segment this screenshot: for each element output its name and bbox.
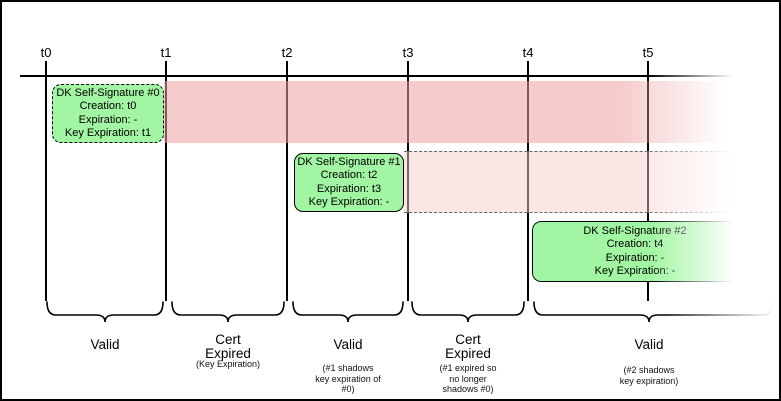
tick-label-t4: t4: [522, 45, 534, 60]
zone-label-1: Valid: [90, 337, 120, 352]
tick-label-t0: t0: [40, 45, 52, 60]
tick-label-t5: t5: [642, 45, 654, 60]
tick-label-t1: t1: [160, 45, 172, 60]
timeline-vline-t0: [45, 61, 47, 301]
expired-band-sig0: [164, 81, 733, 143]
signature-box-2: DK Self-Signature #2 Creation: t4 Expira…: [532, 221, 738, 282]
signature-title: DK Self-Signature #2: [583, 224, 687, 237]
signature-expiration: Expiration: -: [78, 113, 138, 126]
tick-label-t2: t2: [281, 45, 293, 60]
zone-sublabel-2: (Key Expiration): [195, 359, 261, 369]
brace-zone-1: [46, 301, 164, 323]
zone-brace-5: [2, 299, 779, 325]
signature-title: DK Self-Signature #1: [297, 155, 401, 168]
signature-key-expiration: Key Expiration: -: [594, 265, 676, 277]
signature-box-1: DK Self-Signature #1 Creation: t2 Expira…: [294, 153, 404, 212]
brace-zone-2: [171, 301, 285, 323]
zone-label-2: Cert Expired: [205, 332, 251, 361]
brace-zone-3: [292, 301, 404, 323]
signature-expiration: Expiration: t3: [316, 182, 382, 195]
signature-key-expiration: Key Expiration: -: [308, 196, 390, 208]
expired-band-sig1: [404, 151, 733, 213]
signature-key-expiration: Key Expiration: t1: [64, 127, 152, 139]
zone-label-3: Valid: [333, 337, 363, 352]
signature-creation: Creation: t2: [320, 169, 378, 181]
timeline-axis: [20, 75, 733, 77]
zone-label-5: Valid: [634, 337, 664, 352]
timeline-vline-t2: [286, 61, 288, 301]
brace-zone-5: [533, 301, 773, 323]
zone-sublabel-3: (#1 shadows key expiration of #0): [315, 363, 381, 394]
timeline-vline-t1: [165, 61, 167, 301]
signature-creation: Creation: t4: [606, 238, 664, 250]
signature-creation: Creation: t0: [79, 100, 137, 112]
zone-label-4: Cert Expired: [445, 332, 491, 361]
tick-label-t3: t3: [402, 45, 414, 60]
zone-braces: [2, 299, 779, 325]
signature-box-0: DK Self-Signature #0 Creation: t0 Expira…: [52, 84, 164, 143]
signature-title: DK Self-Signature #0: [56, 86, 160, 99]
zone-sublabel-4: (#1 expired so no longer shadows #0): [439, 363, 497, 394]
brace-zone-4: [411, 301, 525, 323]
zone-sublabel-5: (#2 shadows key expiration): [619, 365, 679, 386]
signature-expiration: Expiration: -: [605, 251, 665, 264]
